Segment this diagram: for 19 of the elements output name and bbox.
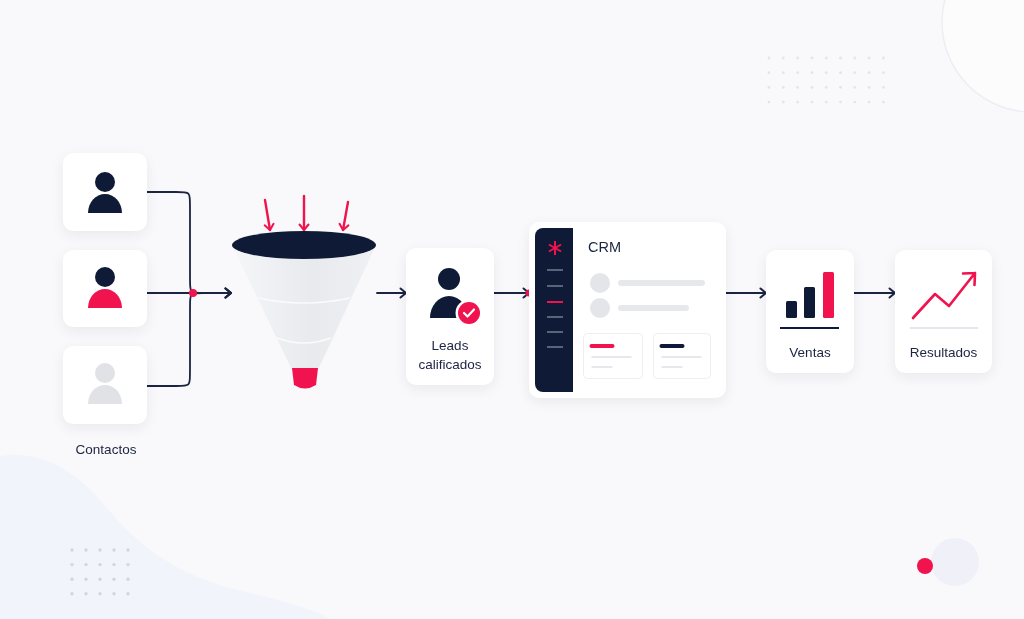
arrow (263, 198, 275, 232)
arrow (725, 287, 767, 299)
crm-window-card (529, 222, 726, 398)
step-card (766, 250, 854, 373)
step-card (895, 250, 992, 373)
step-card (406, 248, 494, 385)
arrow (376, 287, 407, 299)
arrow (146, 287, 232, 387)
step-label: Ventas (789, 344, 831, 362)
group-label: Contactos (75, 441, 137, 459)
window-title: CRM (588, 238, 622, 257)
arrow (338, 200, 350, 232)
step-label: Leads calificados (417, 337, 483, 374)
contact-card (63, 346, 147, 424)
contact-card (63, 153, 147, 231)
contact-card (63, 250, 147, 327)
step-label: Resultados (909, 344, 978, 362)
arrow (853, 287, 896, 299)
arrow (298, 194, 310, 232)
